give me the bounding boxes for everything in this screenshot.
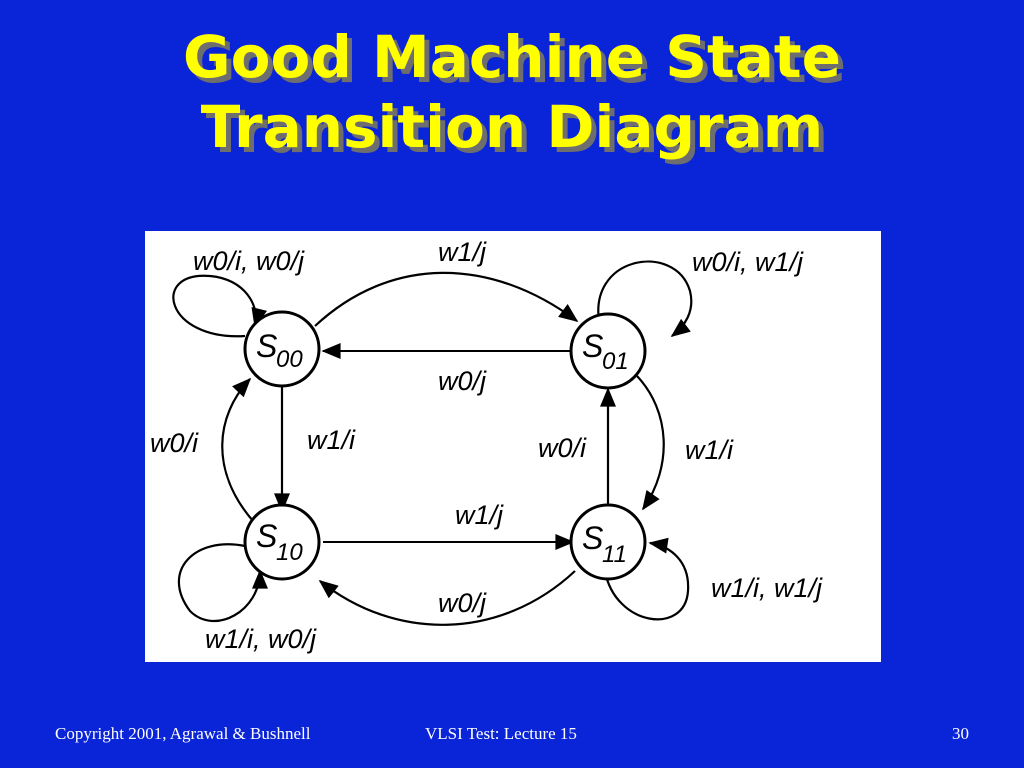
label-s10-to-s00: w0/i	[150, 428, 199, 458]
state-s00: S 00	[243, 310, 321, 388]
state-s01-sub: 01	[602, 348, 629, 375]
state-s10-main: S	[256, 518, 277, 554]
label-s10-to-s11: w1/j	[455, 500, 504, 530]
diagram-canvas: S 00 S 01 S 10 S 11 w0/i, w0/j w1/j w0/i…	[150, 237, 823, 654]
label-s10-self: w1/i, w0/j	[205, 624, 317, 654]
label-s00-self: w0/i, w0/j	[193, 246, 305, 276]
edge-s01-self-loop	[597, 260, 693, 337]
label-s11-to-s01: w0/i	[538, 433, 587, 463]
label-s01-to-s11: w1/i	[685, 435, 734, 465]
state-s01-main: S	[582, 328, 603, 364]
footer-course: VLSI Test: Lecture 15	[425, 724, 577, 743]
label-s00-to-s01: w1/j	[438, 237, 487, 267]
footer-copyright: Copyright 2001, Agrawal & Bushnell	[55, 724, 311, 743]
state-s00-sub: 00	[276, 346, 303, 373]
state-s11-main: S	[582, 520, 603, 556]
edge-s11-to-s10	[318, 570, 576, 626]
edge-s00-self-loop	[172, 274, 268, 338]
state-s01: S 01	[569, 312, 647, 390]
slide-title: Good Machine State Transition Diagram	[0, 22, 1024, 162]
slide-title-line-2: Transition Diagram	[200, 93, 824, 161]
state-transition-diagram: S 00 S 01 S 10 S 11 w0/i, w0/j w1/j w0/i…	[145, 231, 881, 662]
edge-s01-to-s11	[636, 375, 665, 511]
edge-s11-self-loop	[603, 537, 690, 621]
edge-s10-self-loop	[177, 543, 268, 623]
edge-s10-to-s00	[221, 377, 254, 522]
state-s11: S 11	[569, 503, 647, 581]
state-s10: S 10	[243, 503, 321, 581]
edge-s00-to-s01	[314, 271, 579, 327]
state-s00-main: S	[256, 328, 277, 364]
slide-title-line-1: Good Machine State	[183, 23, 841, 91]
label-s11-to-s10: w0/j	[438, 588, 487, 618]
footer-page-number: 30	[952, 724, 969, 743]
label-s01-to-s00: w0/j	[438, 366, 487, 396]
label-s01-self: w0/i, w1/j	[692, 247, 804, 277]
label-s11-self: w1/i, w1/j	[711, 573, 823, 603]
state-s11-sub: 11	[602, 541, 627, 568]
label-s00-to-s10: w1/i	[307, 425, 356, 455]
state-s10-sub: 10	[276, 539, 303, 566]
